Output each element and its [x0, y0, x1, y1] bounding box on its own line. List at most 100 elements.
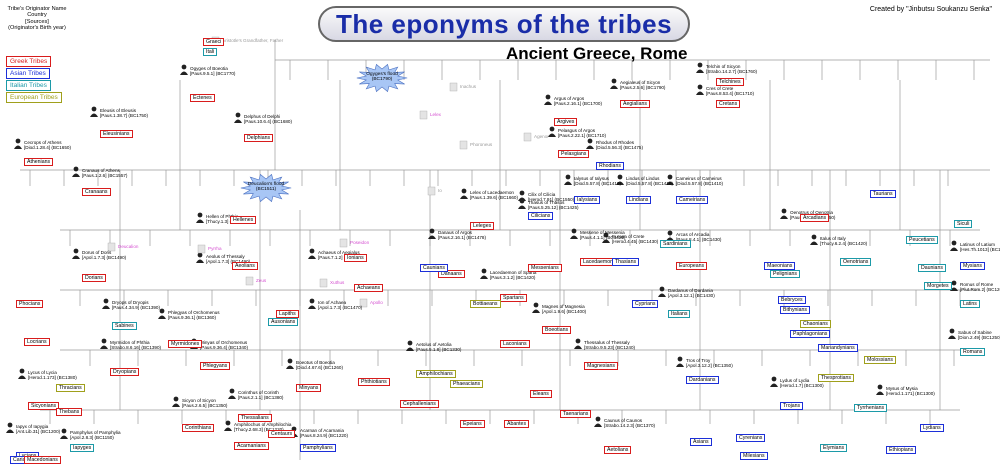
tribe-ausonians: Ausonians: [268, 318, 299, 326]
person-silhouette-icon: [523, 132, 532, 142]
tribe-centaurs: Centaurs: [268, 430, 296, 438]
person-silhouette-icon: [428, 228, 436, 239]
person-node: Zeus: [256, 278, 267, 283]
person-silhouette-icon: [594, 416, 602, 427]
person-silhouette-icon: [616, 174, 624, 185]
person-node: Acarnan of Acarnania[Paus.8.24.9] (BC122…: [300, 428, 349, 438]
person-node: Myrmidon of Phthia[Strabo.8.6.16] (BC139…: [110, 340, 162, 350]
person-node: Tros of Troy[Apol.3.12.2] (BC1350): [686, 358, 733, 368]
tribe-asians: Asians: [690, 438, 712, 446]
person-node: Achaeus of Aegialus[Paus.7.1.2] (BC1460): [318, 250, 364, 260]
person-silhouette-icon: [449, 82, 458, 92]
person-node: Dardanus of Dardania[Apol.3.12.1] (BC143…: [668, 288, 715, 298]
person-silhouette-icon: [245, 276, 254, 286]
tribe-delphians: Delphians: [244, 134, 274, 142]
person-node: Deucalion: [118, 244, 139, 249]
person-node: Italus of Italy[Thucy.6.2.4] (BC1420): [820, 236, 868, 246]
tribe-aetolians: Aetolians: [604, 446, 632, 454]
person-silhouette-icon: [228, 388, 236, 399]
person-node: Cecrops of Athens[Diod.1.28.4] (BC1650): [24, 140, 71, 150]
person-node: Romus of Rome[Plut.Rom.2] (BC1200): [960, 282, 1000, 292]
person-silhouette-icon: [339, 238, 348, 248]
tribe-bithynians: Bithynians: [780, 306, 810, 314]
tribe-acarnanians: Acarnanians: [234, 442, 269, 450]
legend-header-line: Country: [27, 12, 47, 19]
person-node: Pelasgus of Argos[Paus.2.22.1] (BC1710): [558, 128, 607, 138]
tribe-thesprotians: Thesprotians: [818, 374, 854, 382]
tribe-argives: Argives: [554, 118, 578, 126]
person-node: Pamphylus of Pamphylia[Apol.2.8.3] (BC11…: [70, 430, 121, 440]
tribe-telchines: Telchines: [716, 78, 744, 86]
tribe-maeonians: Maeonians: [764, 262, 796, 270]
person-silhouette-icon: [676, 356, 684, 367]
person-node: Iapyx of Iapygia[Ant.Lib.31] (BC1200): [16, 424, 61, 434]
tribe-eleusinians: Eleusinians: [100, 130, 133, 138]
person-node: Dorus of Doris[Apol.1.7.3] (BC1490): [82, 250, 127, 260]
tribe-laconians: Laconians: [500, 340, 530, 348]
tribe-sardinians: Sardinians: [660, 240, 691, 248]
tribe-cranaans: Cranaans: [82, 188, 111, 196]
tribe-italians: Italians: [668, 310, 691, 318]
flood-label: Ogyges's flood (BC1790): [366, 72, 398, 83]
tribe-cyrenians: Cyrenians: [736, 434, 766, 442]
person-silhouette-icon: [532, 302, 540, 313]
person-silhouette-icon: [518, 198, 526, 209]
tribe-aeolians: Aeolians: [232, 262, 258, 270]
person-node: Cranaus of Athens[Paus.1.2.6] (BC1557): [82, 168, 128, 178]
tribe-trojans: Trojans: [780, 402, 804, 410]
tribe-peucetians: Peucetians: [906, 236, 938, 244]
tribe-lydians: Lydians: [920, 424, 944, 432]
tribe-phthiotians: Phthiotians: [358, 378, 390, 386]
person-silhouette-icon: [427, 186, 436, 196]
person-silhouette-icon: [780, 208, 788, 219]
credit-text: Created by "Jinbutsu Soukanzu Senka": [869, 6, 992, 13]
person-node: Cilix of Cilicia[Herod.7.91] (BC1550): [528, 192, 575, 202]
tribe-sicyonians: Sicyonians: [28, 402, 60, 410]
person-node: Amphilochus of Amphilochia[Thucy.2.68.3]…: [234, 422, 292, 432]
person-node: Boeotus of Boeotia[Diod.4.67.6] (BC1260): [296, 360, 343, 370]
tribe-elymians: Elymians: [820, 444, 848, 452]
tribe-taenarians: Taenarians: [560, 410, 592, 418]
tribe-thracians: Thracians: [56, 384, 85, 392]
person-silhouette-icon: [948, 328, 956, 339]
tribe-dorians: Dorians: [82, 274, 106, 282]
person-node: Phoroneus: [470, 142, 493, 147]
person-node: Ogyges of Boeotia[Paus.9.5.1] (BC1770): [190, 66, 236, 76]
tribe-ethiopians: Ethiopians: [886, 446, 917, 454]
tribe-lindians: Lindians: [626, 196, 652, 204]
tribe-spartans: Spartans: [500, 294, 527, 302]
flood-starburst: [240, 173, 292, 203]
title-banner: The eponyms of the tribes: [318, 6, 690, 42]
person-node: Thasus of Thasos[Paus.5.25.12] (BC1425): [528, 200, 579, 210]
person-silhouette-icon: [602, 232, 610, 243]
person-node: Cameirus of Cameirus[Diod.5.57.8] (BC141…: [676, 176, 723, 186]
person-silhouette-icon: [308, 248, 316, 259]
tribe-latins: Latins: [960, 300, 980, 308]
person-node: Eleusis of Eleusis[Paus.1.38.7] (BC1750): [100, 108, 149, 118]
legend-item-asian: Asian Tribes: [6, 68, 50, 79]
person-node: Sicyon of Sicyon[Paus.2.6.5] (BC1350): [182, 398, 228, 408]
tribe-pamphylians: Pamphylians: [300, 444, 336, 452]
tribe-bottiaeans: Bottiaeans: [470, 300, 501, 308]
person-silhouette-icon: [876, 384, 884, 395]
tribe-caunians: Caunians: [420, 264, 448, 272]
person-node: Caunus of Caunos[Strabo.14.2.3] (BC1370): [604, 418, 656, 428]
person-silhouette-icon: [286, 358, 294, 369]
person-node: Phlegyas of Orchomenus[Paus.9.36.1] (BC1…: [168, 310, 220, 320]
tribe-eleans: Eleans: [530, 390, 552, 398]
tribe-athenians: Athenians: [24, 158, 54, 166]
person-node: Lelex of Lacedaemon[Paus.1.39.6] (BC1660…: [470, 190, 519, 200]
page-title: The eponyms of the tribes: [335, 8, 673, 39]
person-silhouette-icon: [406, 340, 414, 351]
person-node: Messene of Messenia[Paus.4.1.1] (BC1420): [580, 230, 626, 240]
tribe-oenotrians: Oenotrians: [840, 258, 872, 266]
person-node: Lydus of Lydia[Herod.1.7] (BC1300): [780, 378, 824, 388]
tribe-phlegyans: Phlegyans: [200, 362, 231, 370]
person-silhouette-icon: [610, 78, 618, 89]
person-node: Cres of Crete[Paus.8.53.4] (BC1710): [706, 86, 755, 96]
tribe-achaeans: Achaeans: [354, 284, 384, 292]
tribe-boeotians: Boeotians: [542, 326, 572, 334]
tribe-iapyges: Iapyges: [70, 444, 95, 452]
person-silhouette-icon: [180, 64, 188, 75]
